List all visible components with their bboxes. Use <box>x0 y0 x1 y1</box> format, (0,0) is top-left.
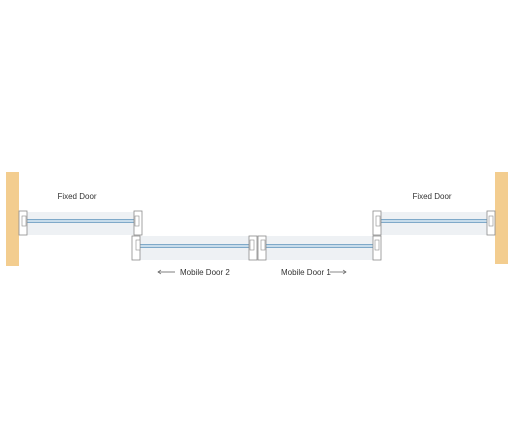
label-mobile-door-1: Mobile Door 1 <box>281 268 331 277</box>
arrow-left-icon <box>157 269 175 275</box>
door-band <box>21 212 139 235</box>
end-profile-left-inner <box>260 239 266 251</box>
arrow-right-icon <box>330 269 347 275</box>
glass-core <box>379 220 491 222</box>
end-profile-right-inner <box>249 239 255 251</box>
end-profile-meeting-inner <box>375 215 381 227</box>
glass-core <box>262 245 376 247</box>
end-profile-wall-inner <box>488 215 494 227</box>
door-band <box>376 212 495 235</box>
fixed-door-right <box>372 210 496 236</box>
label-fixed-door-left: Fixed Door <box>57 192 96 201</box>
glass-core <box>25 220 138 222</box>
mobile-door-2 <box>131 235 258 261</box>
label-mobile-door-2: Mobile Door 2 <box>180 268 230 277</box>
label-fixed-door-right: Fixed Door <box>412 192 451 201</box>
glass-core <box>139 245 253 247</box>
end-profile-left-inner <box>135 239 141 251</box>
fixed-door-left <box>18 210 143 236</box>
mobile-door-1 <box>257 235 382 261</box>
end-profile-inner <box>21 215 27 227</box>
end-profile-meeting-inner <box>134 215 140 227</box>
wall-left <box>6 172 19 266</box>
end-profile-right-inner <box>374 239 380 251</box>
wall-right <box>495 172 508 264</box>
